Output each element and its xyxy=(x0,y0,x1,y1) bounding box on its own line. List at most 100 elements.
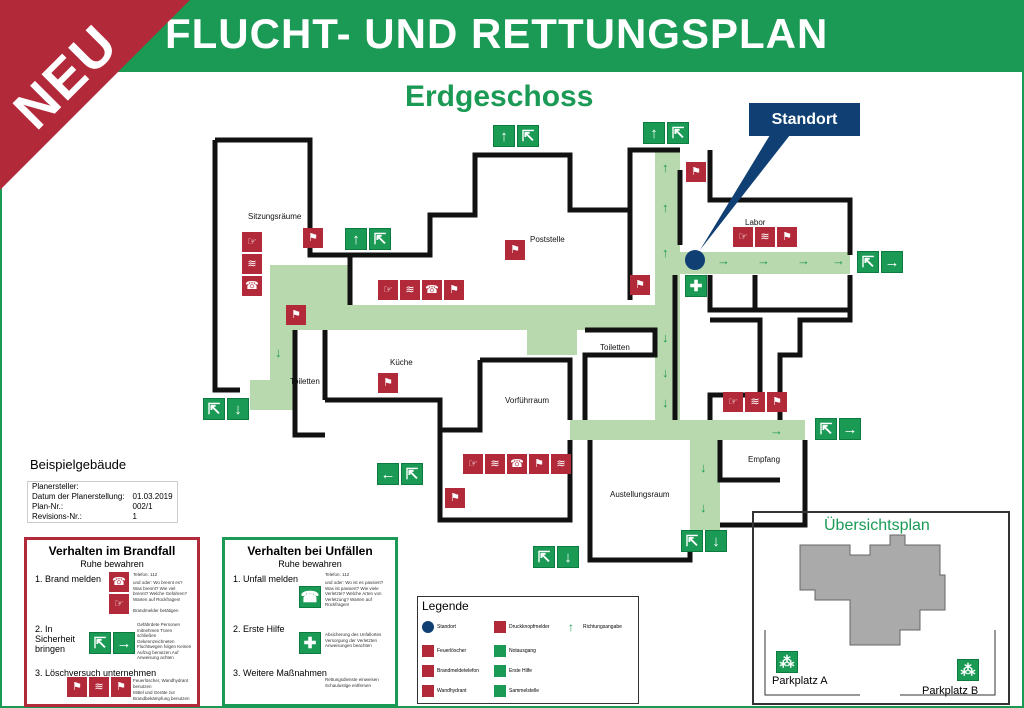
phone-number: 112 xyxy=(342,572,350,577)
exit-sign-right: ⇱→ xyxy=(815,418,861,440)
legend-label: Sammelstelle xyxy=(509,688,540,694)
direction-arrow: ↓ xyxy=(662,395,669,410)
legend-label: Brandmeldetelefon xyxy=(437,668,479,674)
exit-icon: ⇱ xyxy=(203,398,225,420)
accident-step-1: 1. Unfall melden xyxy=(233,574,299,584)
fire-procedure-panel: Verhalten im Brandfall Ruhe bewahren 1. … xyxy=(24,537,200,707)
info-label: Planersteller: xyxy=(32,482,79,491)
fire-signs-sitzung: ☞≋☎ xyxy=(242,232,262,296)
fire-step-1: 1. Brand melden xyxy=(35,574,102,584)
phone-icon: ☎ xyxy=(242,276,262,296)
fire-call-notes-2: Brandmelder betätigen xyxy=(133,608,179,613)
direction-arrow: ↓ xyxy=(275,345,282,360)
first-aid-icon xyxy=(494,665,506,677)
room-toiletten-mid: Toiletten xyxy=(600,343,630,352)
arrow-left-icon: ← xyxy=(377,463,399,485)
direction-arrow: ↑ xyxy=(662,200,669,215)
table-row: Revisions-Nr.:1 xyxy=(28,512,178,523)
legend-label: Erste Hilfe xyxy=(509,668,533,674)
arrow-down-icon: ↓ xyxy=(705,530,727,552)
fire-signs-corridor: ⚑ xyxy=(630,275,650,295)
phone-number: 112 xyxy=(150,572,158,577)
table-row: Planersteller: xyxy=(28,482,178,493)
extinguisher-icon: ⚑ xyxy=(686,162,706,182)
first-aid-sign: ✚ xyxy=(685,275,707,297)
hydrant-icon: ≋ xyxy=(89,677,109,697)
legend-label: Wandhydrant xyxy=(437,688,467,694)
fire-signs-bottom: ⚑ xyxy=(445,488,465,508)
assembly-point-icon: ⁂ xyxy=(957,659,979,681)
fire-signs-labor: ☞≋⚑ xyxy=(733,227,797,247)
fire-procedure-title: Verhalten im Brandfall xyxy=(48,544,176,558)
fire-phone-label: Telefon: 112 xyxy=(133,572,157,578)
direction-arrow: → xyxy=(770,423,783,438)
extinguisher-icon: ⚑ xyxy=(303,228,323,248)
accident-procedure-subtitle: Ruhe bewahren xyxy=(278,559,342,569)
legend-item: Erste Hilfe xyxy=(494,665,532,677)
info-label: Revisions-Nr.: xyxy=(32,512,82,521)
hydrant-icon: ≋ xyxy=(485,454,505,474)
room-labor: Labor xyxy=(745,218,766,227)
arrow-right-icon: → xyxy=(113,632,135,654)
overview-building xyxy=(799,534,946,646)
fire-call-notes: und oder: Wo brennt es? Was brennt? Wie … xyxy=(133,580,187,602)
direction-arrow: → xyxy=(832,253,845,268)
direction-arrow: ↓ xyxy=(700,500,707,515)
assembly-point-icon: ⁂ xyxy=(776,651,798,673)
alarm-button-icon: ☞ xyxy=(733,227,753,247)
table-row: Datum der Planerstellung: 01.03.2019 xyxy=(28,492,178,502)
extinguisher-icon xyxy=(422,645,434,657)
arrow-up-icon: ↑ xyxy=(643,122,665,144)
legend-label: Druckknopfmelder xyxy=(509,624,550,630)
extinguisher-icon: ⚑ xyxy=(444,280,464,300)
info-value: 002/1 xyxy=(132,502,153,511)
escape-corridors xyxy=(250,152,850,530)
fire-step-1-icons: ☎☞ xyxy=(109,572,129,614)
exit-icon: ⇱ xyxy=(369,228,391,250)
alarm-button-icon: ☞ xyxy=(378,280,398,300)
alarm-button-icon: ☞ xyxy=(723,392,743,412)
info-label: Datum der Planerstellung: xyxy=(32,492,125,501)
hydrant-icon xyxy=(422,685,434,697)
extinguisher-icon: ⚑ xyxy=(67,677,87,697)
phone-label: Telefon: xyxy=(325,572,341,577)
exit-icon: ⇱ xyxy=(681,530,703,552)
exit-sign-labor: ⇱→ xyxy=(857,251,903,273)
legend-item: Feuerlöscher xyxy=(422,645,466,657)
new-badge xyxy=(0,0,190,190)
hydrant-icon: ≋ xyxy=(400,280,420,300)
page-title: FLUCHT- UND RETTUNGSPLAN xyxy=(165,10,829,57)
table-row: Plan-Nr.: 002/1 xyxy=(28,502,178,512)
accident-further-notes: Rettungsdienste einweisen Schaulustige e… xyxy=(325,677,379,688)
phone-icon: ☎ xyxy=(422,280,442,300)
phone-label: Telefon: xyxy=(133,572,149,577)
accident-phone-label: Telefon: 112 xyxy=(325,572,349,578)
legend: Legende Standort Feuerlöscher Brandmelde… xyxy=(417,596,639,704)
direction-arrow: → xyxy=(757,253,770,268)
exit-icon xyxy=(494,645,506,657)
overview-title: Übersichtsplan xyxy=(824,517,930,534)
room-toiletten-left: Toiletten xyxy=(290,377,320,386)
exit-sign-top: ↑⇱ xyxy=(493,125,539,147)
assembly-point-icon xyxy=(494,685,506,697)
extinguisher-icon: ⚑ xyxy=(777,227,797,247)
arrow-up-icon: ↑ xyxy=(568,620,574,634)
hydrant-icon: ≋ xyxy=(551,454,571,474)
extinguisher-icon: ⚑ xyxy=(111,677,131,697)
legend-item: Notausgang xyxy=(494,645,536,657)
fire-signs-top-right: ⚑ xyxy=(686,162,706,182)
standort-pointer xyxy=(700,135,790,250)
phone-icon: ☎ xyxy=(507,454,527,474)
first-aid-icon: ✚ xyxy=(299,632,321,654)
arrow-down-icon: ↓ xyxy=(227,398,249,420)
accident-step-3: 3. Weitere Maßnahmen xyxy=(233,668,327,678)
fire-step-2: 2. In Sicherheit bringen xyxy=(35,624,76,654)
fire-signs-sitzung-top: ⚑ xyxy=(303,228,323,248)
hydrant-icon: ≋ xyxy=(745,392,765,412)
info-label: Plan-Nr.: xyxy=(32,502,64,511)
legend-label: Notausgang xyxy=(509,648,536,654)
parking-a-outline xyxy=(764,630,860,696)
legend-label: Richtungsangabe xyxy=(583,624,622,630)
info-value: 01.03.2019 xyxy=(132,492,173,501)
